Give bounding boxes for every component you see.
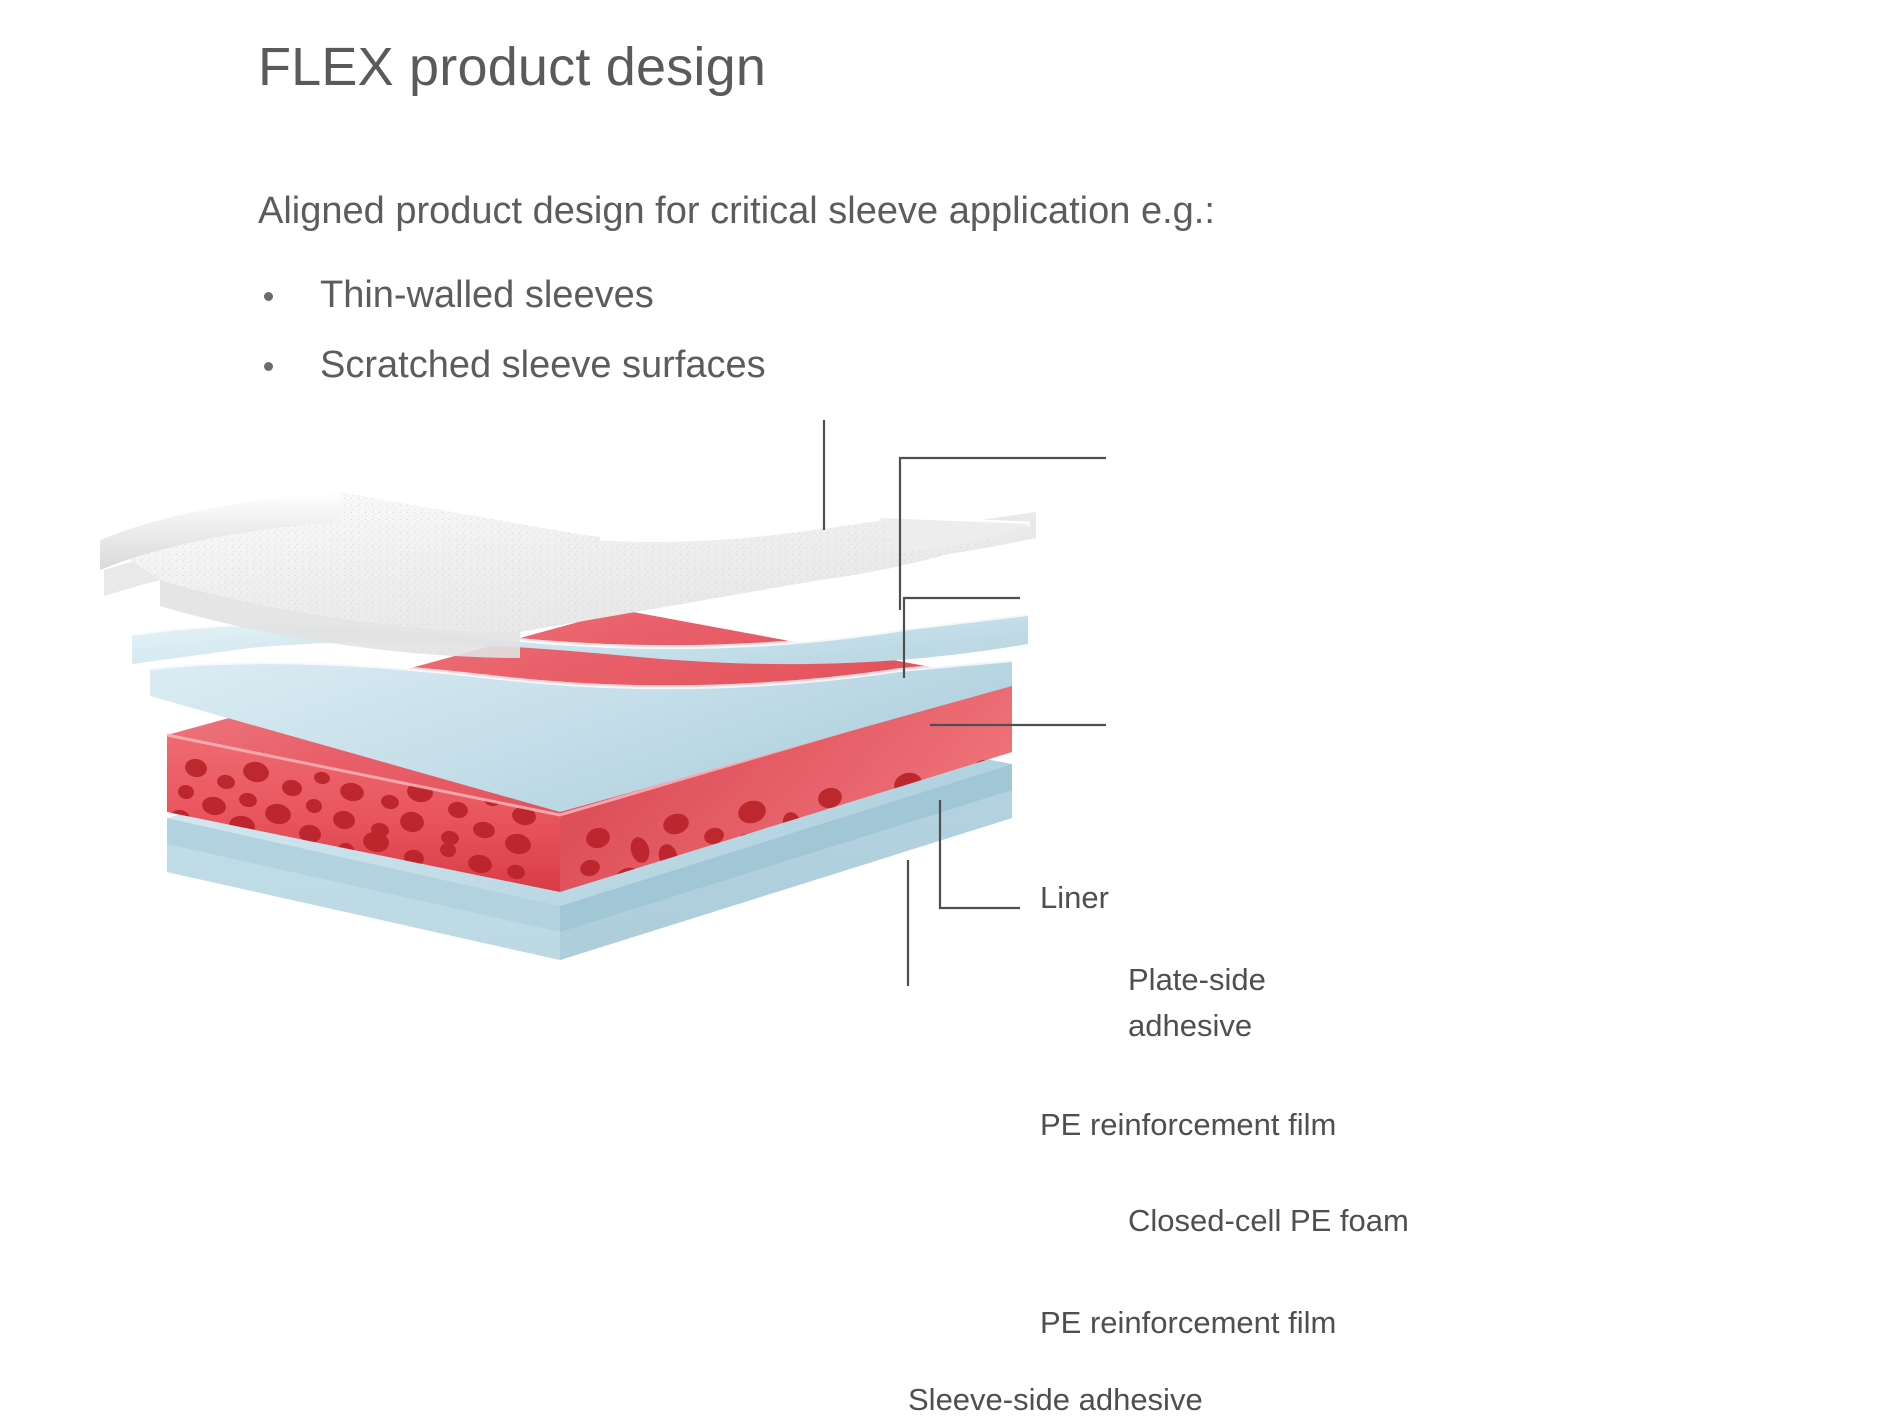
callout-label-plate-side-adhesive: Plate-side adhesive: [1128, 957, 1388, 1049]
callout-label-sleeve-side-adhesive: Sleeve-side adhesive: [908, 1382, 1203, 1417]
page-title: FLEX product design: [258, 37, 767, 97]
callout-label-closed-cell-pe-foam: Closed-cell PE foam: [1128, 1203, 1409, 1238]
callout-label-liner: Liner: [1040, 880, 1109, 915]
slide-root: FLEX product design Aligned product desi…: [0, 37, 1878, 1417]
layer-pe-reinforcement-film-top: [149, 658, 1013, 812]
list-item: Scratched sleeve surfaces: [258, 330, 766, 400]
bullet-dot-icon: [264, 292, 273, 301]
callout-label-pe-reinforcement-film-top: PE reinforcement film: [1040, 1107, 1337, 1142]
list-item-label: Scratched sleeve surfaces: [320, 344, 766, 386]
list-item-label: Thin-walled sleeves: [320, 274, 654, 316]
callout-label-line2: adhesive: [1128, 1008, 1253, 1043]
callout-label-pe-reinforcement-film-bottom: PE reinforcement film: [1040, 1305, 1337, 1340]
leader-lines: [822, 420, 1106, 986]
leader-liner: [822, 420, 826, 530]
leader-plate-side-adhesive: [898, 456, 1106, 610]
leader-pe-film-top: [902, 596, 1020, 678]
list-item: Thin-walled sleeves: [258, 260, 766, 330]
layer-liner: [100, 492, 1036, 658]
bullet-list: Thin-walled sleeves Scratched sleeve sur…: [258, 260, 766, 400]
leader-pe-film-bottom: [938, 800, 1020, 910]
layer-stack-illustration: [100, 420, 1106, 986]
callout-label-line1: Plate-side: [1128, 962, 1266, 997]
bullet-dot-icon: [264, 362, 273, 371]
product-cross-section-diagram: Liner Plate-side adhesive PE reinforceme…: [0, 420, 1878, 1417]
lead-paragraph: Aligned product design for critical slee…: [258, 190, 1215, 232]
